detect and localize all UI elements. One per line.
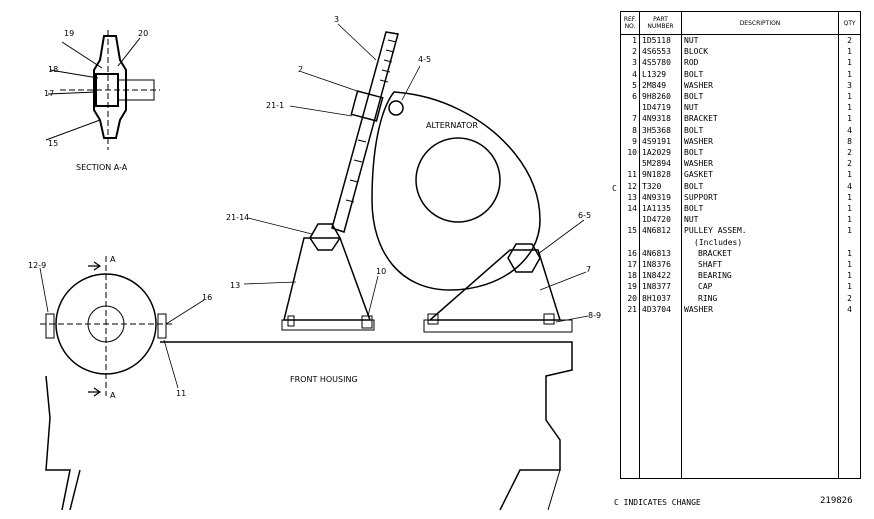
table-row: (Includes) [620, 236, 861, 248]
header-ref-no: REF. NO. [620, 11, 640, 35]
front-housing-label: FRONT HOUSING [290, 375, 358, 384]
section-arrow-top: A [110, 255, 116, 264]
table-filler [620, 315, 861, 480]
right-bracket [423, 243, 573, 333]
section-arrow-bottom: A [110, 391, 116, 400]
callout-4-5: 4-5 [418, 55, 431, 64]
parts-drawing: 19 20 18 17 15 SECTION A-A ALTERNATOR [28, 15, 601, 511]
section-label: SECTION A-A [76, 163, 128, 172]
callout-12-9: 12-9 [28, 261, 46, 270]
callout-21-14: 21-14 [226, 213, 249, 222]
alternator-label: ALTERNATOR [426, 121, 478, 130]
change-note: C INDICATES CHANGE [614, 498, 701, 507]
callout-21-1: 21-1 [266, 101, 284, 110]
callout-13: 13 [230, 281, 240, 290]
adjusting-rod [331, 31, 404, 233]
callout-2: 2 [298, 65, 303, 74]
section-a-a-detail [45, 30, 160, 150]
document-number: 219826 [820, 496, 853, 506]
change-mark: C [612, 184, 617, 193]
callout-18: 18 [48, 65, 58, 74]
callout-10: 10 [376, 267, 386, 276]
pulley-front-view [40, 256, 172, 397]
header-part-number: PART NUMBER [639, 11, 682, 35]
callout-8-9: 8-9 [588, 311, 601, 320]
callout-17: 17 [44, 89, 54, 98]
callout-3: 3 [334, 15, 339, 24]
callout-6-5: 6-5 [578, 211, 591, 220]
support-bracket [281, 223, 375, 331]
callout-7: 7 [586, 265, 591, 274]
header-description: DESCRIPTION [681, 11, 839, 35]
callout-19: 19 [64, 29, 74, 38]
leader-lines [39, 23, 589, 389]
callout-15: 15 [48, 139, 58, 148]
callout-11: 11 [176, 389, 186, 398]
front-housing [45, 341, 573, 511]
callout-16: 16 [202, 293, 212, 302]
callout-20: 20 [138, 29, 148, 38]
header-qty: QTY [838, 11, 861, 35]
alternator [371, 91, 541, 291]
